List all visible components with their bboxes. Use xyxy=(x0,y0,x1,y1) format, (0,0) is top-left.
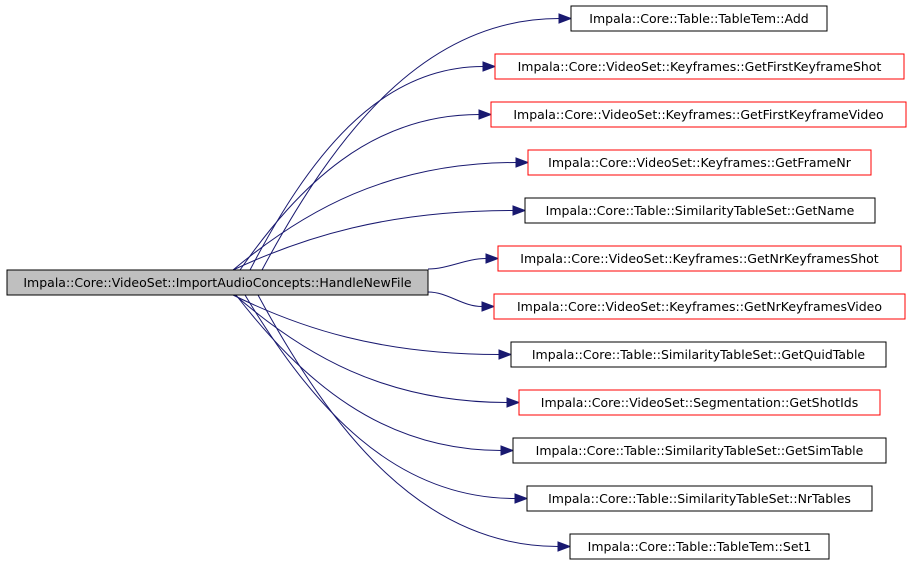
call-edges xyxy=(232,13,573,552)
call-edge xyxy=(234,294,508,403)
callee-node-box[interactable] xyxy=(527,149,872,176)
callee-node-box[interactable] xyxy=(512,437,887,464)
callee-node-label: Impala::Core::VideoSet::Keyframes::GetNr… xyxy=(520,251,879,266)
callee-node-box[interactable] xyxy=(510,341,887,368)
call-edge xyxy=(235,294,502,451)
callee-node-label: Impala::Core::Table::SimilarityTableSet:… xyxy=(546,203,855,218)
arrowhead xyxy=(512,205,527,216)
arrowhead xyxy=(498,349,513,360)
callee-node-label: Impala::Core::VideoSet::Segmentation::Ge… xyxy=(541,395,858,410)
root-node[interactable]: Impala::Core::VideoSet::ImportAudioConce… xyxy=(6,269,429,296)
callee-node[interactable]: Impala::Core::Table::SimilarityTableSet:… xyxy=(512,437,887,464)
arrowhead xyxy=(514,493,529,504)
callee-node-box[interactable] xyxy=(570,5,828,32)
call-edge xyxy=(249,66,484,271)
arrowhead xyxy=(485,253,500,264)
callee-node[interactable]: Impala::Core::VideoSet::Keyframes::GetFi… xyxy=(490,101,907,128)
callee-node-label: Impala::Core::VideoSet::Keyframes::GetFi… xyxy=(518,59,882,74)
callee-node[interactable]: Impala::Core::Table::SimilarityTableSet:… xyxy=(526,485,873,512)
call-edge xyxy=(244,294,516,499)
callee-node-box[interactable] xyxy=(526,485,873,512)
callee-node-box[interactable] xyxy=(494,53,905,80)
callee-node-box[interactable] xyxy=(518,389,881,416)
arrowhead xyxy=(481,301,496,312)
callee-node-box[interactable] xyxy=(493,293,906,320)
callee-node-label: Impala::Core::Table::TableTem::Set1 xyxy=(588,539,812,554)
callee-node-label: Impala::Core::VideoSet::Keyframes::GetNr… xyxy=(517,299,882,314)
callee-node-label: Impala::Core::VideoSet::Keyframes::GetFi… xyxy=(513,107,883,122)
callee-node[interactable]: Impala::Core::Table::SimilarityTableSet:… xyxy=(510,341,887,368)
callee-node-box[interactable] xyxy=(490,101,907,128)
call-edge xyxy=(261,18,560,271)
callee-node-label: Impala::Core::Table::SimilarityTableSet:… xyxy=(532,347,866,362)
callee-node[interactable]: Impala::Core::VideoSet::Keyframes::GetFi… xyxy=(494,53,905,80)
callee-node-box[interactable] xyxy=(569,533,830,560)
callee-node-label: Impala::Core::Table::TableTem::Add xyxy=(589,11,808,26)
arrowhead xyxy=(500,445,515,456)
callee-node[interactable]: Impala::Core::Table::TableTem::Set1 xyxy=(569,533,830,560)
graph-nodes: Impala::Core::VideoSet::ImportAudioConce… xyxy=(6,5,907,560)
call-edge xyxy=(257,294,559,547)
callee-node-box[interactable] xyxy=(497,245,902,272)
arrowhead xyxy=(482,61,497,72)
call-edge xyxy=(427,291,483,307)
root-node-box[interactable] xyxy=(6,269,429,296)
callee-node[interactable]: Impala::Core::VideoSet::Keyframes::GetFr… xyxy=(527,149,872,176)
call-edge xyxy=(232,162,517,271)
call-edge xyxy=(232,294,500,355)
callee-node[interactable]: Impala::Core::VideoSet::Segmentation::Ge… xyxy=(518,389,881,416)
callee-node[interactable]: Impala::Core::Table::SimilarityTableSet:… xyxy=(524,197,876,224)
call-edge xyxy=(427,258,487,270)
arrowhead xyxy=(557,541,572,552)
callee-node[interactable]: Impala::Core::Table::TableTem::Add xyxy=(570,5,828,32)
callee-node[interactable]: Impala::Core::VideoSet::Keyframes::GetNr… xyxy=(493,293,906,320)
callee-node[interactable]: Impala::Core::VideoSet::Keyframes::GetNr… xyxy=(497,245,902,272)
callee-node-label: Impala::Core::Table::SimilarityTableSet:… xyxy=(548,491,851,506)
callee-node-label: Impala::Core::VideoSet::Keyframes::GetFr… xyxy=(548,155,852,170)
callee-node-label: Impala::Core::Table::SimilarityTableSet:… xyxy=(536,443,864,458)
root-node-label: Impala::Core::VideoSet::ImportAudioConce… xyxy=(23,275,412,290)
call-edge xyxy=(239,114,480,271)
call-edge xyxy=(232,210,514,271)
arrowhead xyxy=(558,13,573,24)
arrowhead xyxy=(478,109,493,120)
arrowhead xyxy=(515,157,530,168)
callee-node-box[interactable] xyxy=(524,197,876,224)
arrowhead xyxy=(506,397,521,408)
